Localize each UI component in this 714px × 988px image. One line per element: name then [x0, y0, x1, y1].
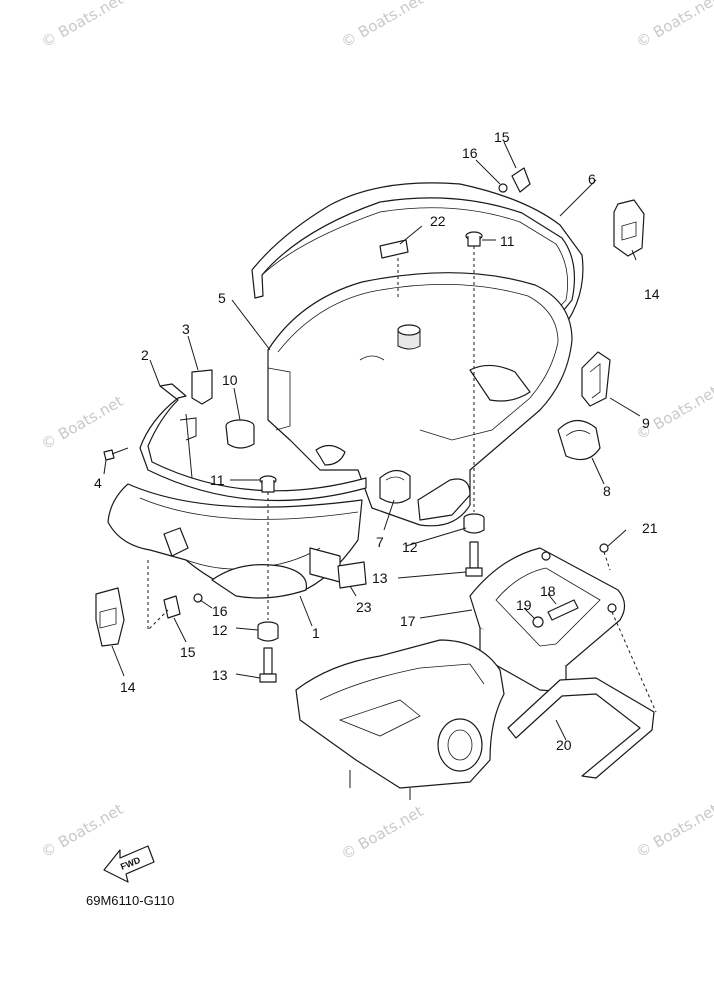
watermark: © Boats.net — [38, 392, 126, 453]
callout-15: 15 — [180, 644, 196, 660]
callout-15: 15 — [494, 129, 510, 145]
part-5-bottom-cowling — [267, 272, 573, 527]
part-2-seal — [139, 383, 367, 502]
part-15-bracket — [163, 167, 531, 619]
callout-16: 16 — [462, 145, 478, 161]
part-11-bolt — [259, 231, 483, 493]
callout-14: 14 — [644, 286, 660, 302]
part-22-label — [379, 239, 409, 259]
callout-21: 21 — [642, 520, 658, 536]
part-12-grommet — [257, 513, 485, 642]
diagram-code: 69M6110-G110 — [86, 893, 174, 908]
callout-22: 22 — [430, 213, 446, 229]
callout-11: 11 — [210, 472, 225, 488]
watermark: © Boats.net — [633, 0, 714, 51]
part-18-bolt — [547, 599, 579, 621]
callout-1: 1 — [312, 625, 320, 641]
part-23-label — [337, 561, 367, 589]
callout-12: 12 — [402, 539, 418, 555]
callout-13: 13 — [372, 570, 388, 586]
watermark: © Boats.net — [633, 382, 714, 443]
callout-20: 20 — [556, 737, 572, 753]
callout-14: 14 — [120, 679, 136, 695]
part-3-clip — [179, 369, 213, 479]
part-4-screw — [103, 447, 129, 461]
callout-6: 6 — [588, 171, 596, 187]
callout-5: 5 — [218, 290, 226, 306]
leader-lines — [103, 141, 657, 741]
callout-4: 4 — [94, 475, 102, 491]
callout-8: 8 — [603, 483, 611, 499]
callout-11: 11 — [500, 233, 515, 249]
part-16-screw — [193, 183, 508, 603]
callout-17: 17 — [400, 613, 416, 629]
part-7-grommet — [379, 469, 411, 504]
callout-2: 2 — [141, 347, 149, 363]
callout-9: 9 — [642, 415, 650, 431]
callout-labels: 1 2 3 4 5 6 7 8 9 10 11 11 12 12 13 13 1… — [94, 129, 660, 753]
watermark: © Boats.net — [38, 0, 126, 51]
callout-10: 10 — [222, 372, 238, 388]
part-17-plate — [469, 547, 626, 693]
part-19-washer — [532, 616, 544, 628]
callout-7: 7 — [376, 534, 384, 550]
part-9-grommet — [581, 351, 611, 407]
part-10-grommet — [225, 419, 255, 449]
part-13-bolt — [259, 541, 483, 683]
callout-12: 12 — [212, 622, 228, 638]
callout-23: 23 — [356, 599, 372, 615]
part-21-screw — [599, 543, 609, 553]
callout-19: 19 — [516, 597, 532, 613]
watermark: © Boats.net — [338, 802, 426, 863]
part-8-grommet — [557, 419, 601, 461]
callout-13: 13 — [212, 667, 228, 683]
fwd-arrow: FWD — [103, 845, 155, 883]
callout-3: 3 — [182, 321, 190, 337]
part-1-lower-cowling — [107, 483, 363, 599]
engine-base — [295, 639, 505, 800]
part-14-handle — [95, 199, 645, 647]
watermark: © Boats.net — [38, 800, 126, 861]
callout-18: 18 — [540, 583, 556, 599]
part-20-bracket — [507, 677, 655, 779]
callout-16: 16 — [212, 603, 228, 619]
watermark: © Boats.net — [633, 800, 714, 861]
watermark: © Boats.net — [338, 0, 426, 51]
